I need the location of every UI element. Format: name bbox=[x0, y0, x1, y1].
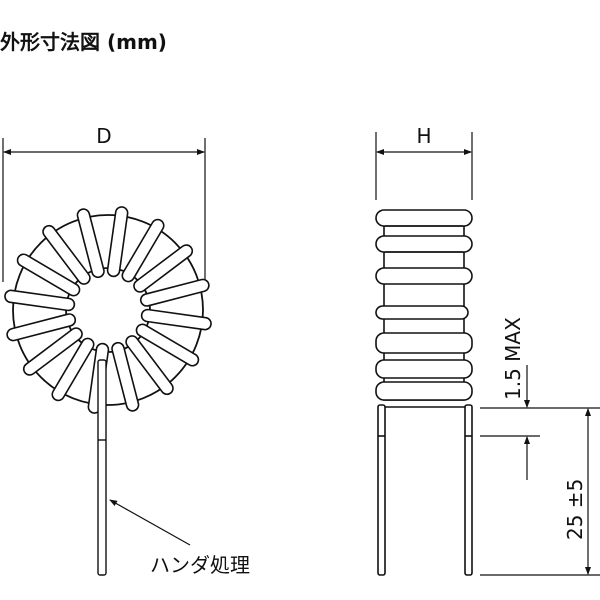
lead-length-label: 25 ±5 bbox=[563, 479, 587, 540]
winding-turn bbox=[76, 208, 105, 279]
height-dimension bbox=[375, 132, 473, 200]
winding-turn bbox=[140, 308, 212, 331]
winding-turn bbox=[6, 313, 77, 342]
winding-turn bbox=[135, 323, 200, 367]
height-label: H bbox=[416, 124, 431, 148]
toroid-side-view bbox=[375, 209, 473, 576]
winding-turn bbox=[16, 253, 81, 297]
toroid-lead bbox=[97, 359, 107, 576]
diameter-label: D bbox=[96, 124, 111, 148]
winding-turn bbox=[106, 206, 129, 278]
lead-dimensions bbox=[480, 365, 600, 576]
page-title: 外形寸法図 (mm) bbox=[0, 30, 167, 54]
winding-turn bbox=[125, 335, 174, 396]
winding-turn bbox=[111, 341, 140, 412]
winding-turn bbox=[42, 224, 91, 285]
height-max-label: 1.5 MAX bbox=[501, 317, 525, 400]
winding-turn bbox=[51, 337, 95, 402]
diameter-dimension bbox=[2, 138, 206, 282]
solder-note: ハンダ処理 bbox=[150, 553, 250, 577]
winding-turn bbox=[121, 218, 165, 283]
winding-turn bbox=[139, 278, 210, 307]
winding-turn bbox=[22, 327, 83, 376]
winding-turn bbox=[4, 289, 76, 312]
solder-leader-line bbox=[109, 499, 191, 546]
toroid-front-view bbox=[4, 206, 212, 414]
